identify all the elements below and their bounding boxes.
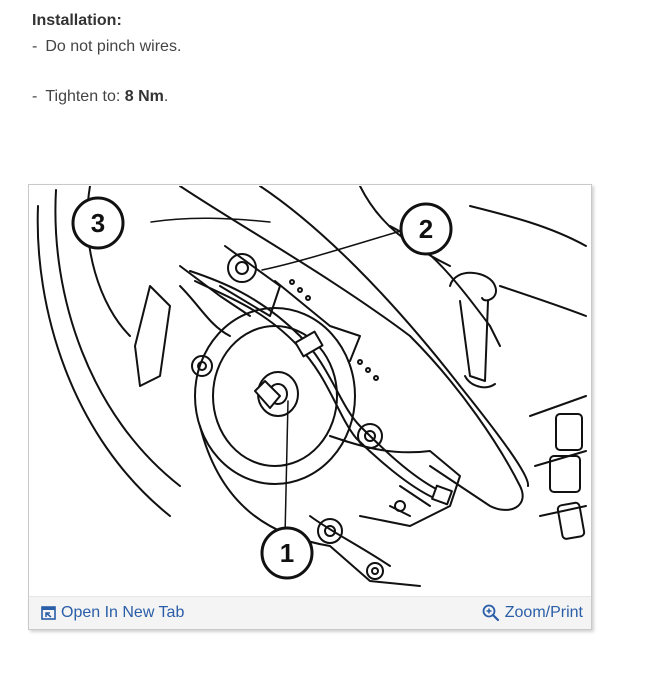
callout-1: 1 xyxy=(260,526,314,580)
figure-footer: Open In New Tab Zoom/Print xyxy=(29,596,591,629)
step-bullet: - xyxy=(32,88,38,105)
step-bullet: - xyxy=(32,38,38,55)
zoom-print-label[interactable]: Zoom/Print xyxy=(504,604,583,621)
callout-3: 3 xyxy=(71,196,125,250)
step-text: Tighten to: xyxy=(45,88,125,105)
step-suffix: . xyxy=(163,88,169,105)
steering-column-diagram[interactable]: 3 2 1 xyxy=(30,186,590,596)
open-in-new-tab-label[interactable]: Open In New Tab xyxy=(61,604,185,621)
callout-label: 3 xyxy=(91,208,105,238)
open-in-new-tab-icon xyxy=(41,606,56,620)
torque-value: 8 Nm xyxy=(124,88,164,105)
figure-container: 3 2 1 Open In New Tab Zoom/Print xyxy=(28,184,592,630)
section-heading: Installation: xyxy=(32,12,122,29)
zoom-print-link[interactable]: Zoom/Print xyxy=(482,604,583,622)
instruction-step: -Do not pinch wires. xyxy=(32,38,181,56)
step-text: Do not pinch wires. xyxy=(45,38,182,55)
zoom-icon xyxy=(482,604,499,622)
callout-label: 2 xyxy=(419,214,433,244)
callout-label: 1 xyxy=(280,538,294,568)
instruction-step: -Tighten to: 8 Nm. xyxy=(32,88,168,106)
open-in-new-tab-link[interactable]: Open In New Tab xyxy=(41,604,184,622)
callout-2: 2 xyxy=(399,202,453,256)
